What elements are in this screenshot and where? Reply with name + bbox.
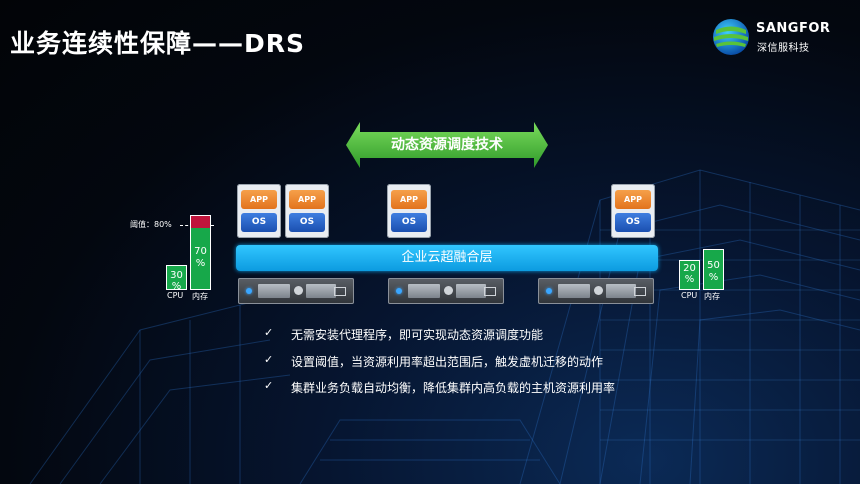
bar-value-unit: % [171,281,182,292]
server-2 [388,278,504,304]
right-cpu-label: CPU [681,291,698,300]
logo-brand-cn-text: 深信服科技 [757,43,810,54]
server-3 [538,278,654,304]
bullet-text: 集群业务负载自动均衡，降低集群内高负载的主机资源利用率 [291,381,616,395]
app-badge: APP [615,190,651,209]
double-arrow-icon [346,122,548,168]
drive-bay [456,284,486,298]
vm-2: APP OS [285,184,329,238]
os-badge: OS [289,213,325,232]
sangfor-logo: SANGFOR 深信服科技 [712,18,852,58]
right-cpu-bar: 20 % [679,260,700,290]
drive-bay [258,284,290,298]
port-slot-icon [484,287,496,296]
vm-1: APP OS [237,184,281,238]
check-mark-icon: ✓ [264,326,274,339]
slide-title: 业务连续性保障——DRS [10,29,306,58]
hci-layer-bar: 企业云超融合层 [236,245,658,271]
os-badge: OS [391,213,427,232]
os-badge: OS [615,213,651,232]
globe-logo-icon [713,19,749,55]
left-cpu-bar: 30 % [166,265,187,292]
bar-value-number: 30 [170,270,183,281]
knob-icon [594,286,603,295]
port-slot-icon [334,287,346,296]
power-led-icon [546,288,552,294]
drs-technology-banner: 动态资源调度技术 [346,121,548,169]
bar-value-unit: % [195,258,206,269]
logo-brand-text: SANGFOR [756,21,831,36]
check-mark-icon: ✓ [264,353,274,366]
banner-label: 动态资源调度技术 [391,137,503,153]
app-badge: APP [289,190,325,209]
drive-bay [306,284,336,298]
drive-bay [606,284,636,298]
bullet-text: 无需安装代理程序，即可实现动态资源调度功能 [291,328,544,342]
app-badge: APP [241,190,277,209]
right-memory-label: 内存 [704,292,720,301]
knob-icon [444,286,453,295]
app-badge: APP [391,190,427,209]
server-1 [238,278,354,304]
bullet-text: 设置阈值，当资源利用率超出范围后，触发虚机迁移的动作 [291,355,604,369]
power-led-icon [396,288,402,294]
knob-icon [294,286,303,295]
drive-bay [408,284,440,298]
left-memory-label: 内存 [192,292,208,301]
bar-value-number: 50 [707,260,720,271]
port-slot-icon [634,287,646,296]
right-memory-bar: 50 % [703,249,724,290]
drive-bay [558,284,590,298]
left-memory-bar: 70 % [190,215,211,290]
check-mark-icon: ✓ [264,379,274,392]
os-badge: OS [241,213,277,232]
threshold-label: 阈值：80% [130,220,172,229]
vm-4: APP OS [611,184,655,238]
bar-value-unit: % [708,272,719,283]
vm-3: APP OS [387,184,431,238]
left-cpu-label: CPU [167,291,184,300]
bar-value-number: 20 [683,263,696,274]
bar-value-unit: % [684,274,695,285]
power-led-icon [246,288,252,294]
bar-value-number: 70 [194,246,207,257]
